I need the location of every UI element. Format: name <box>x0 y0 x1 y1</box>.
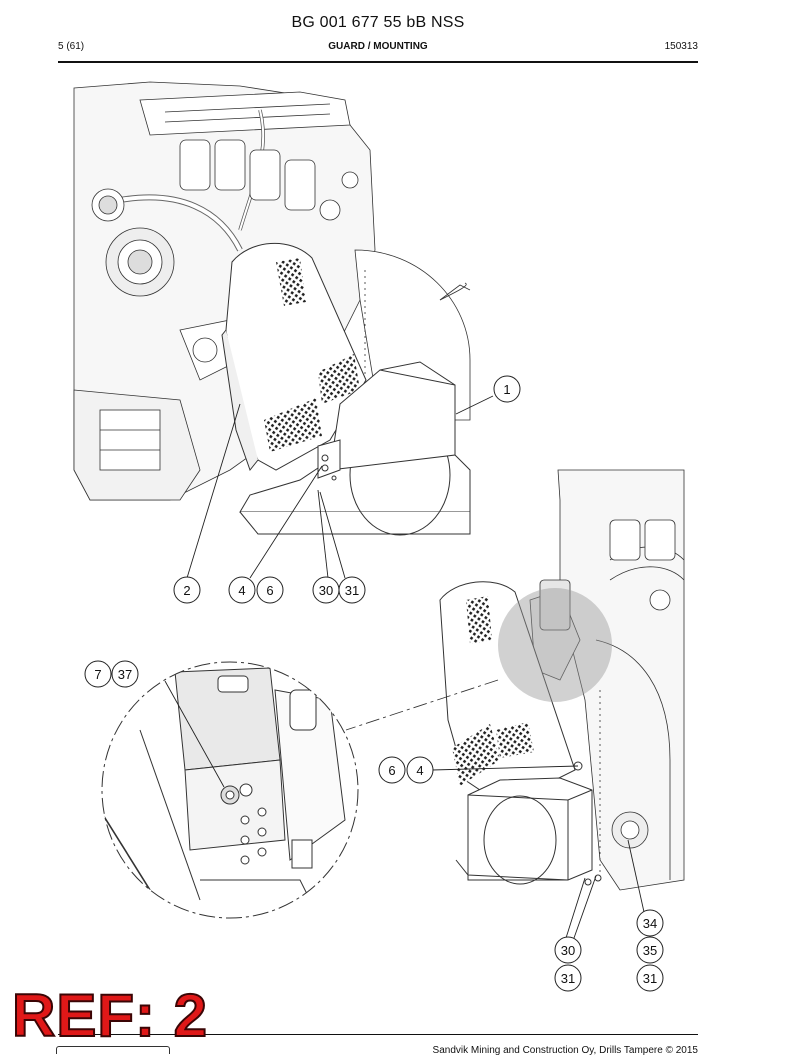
ref-stamp: REF: 2 <box>11 982 209 1049</box>
callout-31-lower-right: 31 <box>636 964 664 992</box>
detail-link-line <box>345 679 499 731</box>
svg-text:6: 6 <box>388 763 395 778</box>
svg-text:4: 4 <box>416 763 423 778</box>
callout-4: 4 <box>228 576 256 604</box>
svg-text:4: 4 <box>238 583 245 598</box>
svg-text:31: 31 <box>345 583 359 598</box>
svg-text:2: 2 <box>183 583 190 598</box>
svg-text:31: 31 <box>643 971 657 986</box>
svg-text:7: 7 <box>94 667 101 682</box>
svg-text:35: 35 <box>643 943 657 958</box>
svg-text:1: 1 <box>503 382 510 397</box>
lower-engine-illustration <box>529 469 685 891</box>
callout-6: 6 <box>256 576 284 604</box>
callout-35: 35 <box>636 936 664 964</box>
callout-4-lower: 4 <box>406 756 434 784</box>
callout-34: 34 <box>636 909 664 937</box>
callout-31: 31 <box>338 576 366 604</box>
callout-30-lower: 30 <box>554 936 582 964</box>
svg-text:34: 34 <box>643 916 657 931</box>
page-number: 5 (61) <box>58 41 85 52</box>
footer-divider <box>58 1034 698 1035</box>
svg-text:30: 30 <box>319 583 333 598</box>
callout-1: 1 <box>493 375 521 403</box>
section-title: GUARD / MOUNTING <box>328 41 428 52</box>
callout-6-lower: 6 <box>378 756 406 784</box>
svg-text:30: 30 <box>561 943 575 958</box>
callout-30: 30 <box>312 576 340 604</box>
document-title: BG 001 677 55 bB NSS <box>291 14 465 31</box>
leader-lines <box>164 395 645 939</box>
upper-box-guard <box>239 361 471 536</box>
callout-31-lower-left: 31 <box>554 964 582 992</box>
svg-text:37: 37 <box>118 667 132 682</box>
lower-engine-guard <box>439 581 602 886</box>
svg-text:6: 6 <box>266 583 273 598</box>
svg-text:31: 31 <box>561 971 575 986</box>
header-divider <box>58 61 698 63</box>
callout-7: 7 <box>84 660 112 688</box>
callout-37: 37 <box>111 660 139 688</box>
detail-marker <box>498 588 612 702</box>
detail-view <box>101 661 359 919</box>
callout-2: 2 <box>173 576 201 604</box>
upper-engine-guard <box>221 243 367 472</box>
document-date: 150313 <box>664 41 698 52</box>
footer-copyright: Sandvik Mining and Construction Oy, Dril… <box>432 1045 698 1056</box>
logo-fragment <box>56 1046 170 1054</box>
